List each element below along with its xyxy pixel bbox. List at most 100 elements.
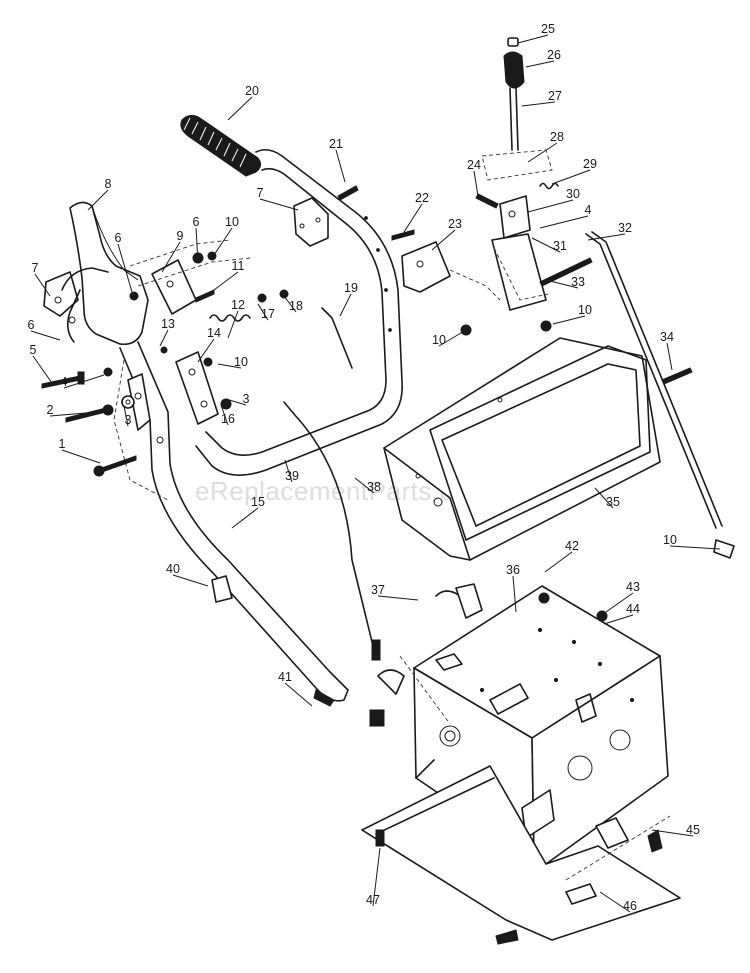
callout-leader-c4b [539,215,589,229]
callout-leader-c11 [205,271,239,297]
callout-label-c18: 18 [289,299,303,313]
callout-label-c44: 44 [626,602,640,616]
shift-lever-plates [129,239,251,425]
callout-label-c46: 46 [623,899,637,913]
callout-leader-c47 [372,847,381,907]
callout-label-c42: 42 [565,539,579,553]
callout-label-c2: 2 [47,403,54,417]
callout-label-c6b: 6 [193,215,200,229]
callout-label-c13: 13 [161,317,175,331]
callout-label-c15: 15 [251,495,265,509]
callout-leader-c10d [552,315,586,325]
callout-leader-c41 [284,682,313,707]
upper-handle-bar [195,148,403,476]
callout-leader-c33 [545,279,579,289]
callout-leader-c10c [438,329,467,347]
callout-leader-c46 [599,891,631,913]
callout-leader-c34 [666,342,673,371]
callout-leader-c3b [225,398,247,406]
callout-label-c23: 23 [448,217,462,231]
callout-leader-c15 [231,507,259,529]
callout-leader-c6a [117,243,133,293]
callout-label-c4b: 4 [585,203,592,217]
cable-clips [211,575,483,695]
callout-leader-c21 [335,149,346,183]
callout-leader-c44 [603,614,634,625]
callout-label-c9: 9 [177,229,184,243]
shift-lever-assembly [475,37,593,332]
callout-leader-c18 [283,295,297,313]
callout-leader-c10a [211,227,233,259]
callout-leader-c37 [377,595,419,601]
shift-rod-long [585,231,735,559]
callout-leader-c8 [87,189,109,211]
callout-layer: 1233445666778910101010101112131415161718… [28,22,721,913]
cable-bracket [401,241,501,336]
callout-leader-c7a [34,273,51,297]
callout-label-c16: 16 [221,412,235,426]
callout-label-c1: 1 [59,437,66,451]
callout-label-c24: 24 [467,158,481,172]
callout-leader-c32 [587,233,626,241]
callout-leader-c10e [669,545,721,550]
callout-label-c11: 11 [232,259,245,273]
callout-label-c47: 47 [366,893,380,907]
callout-label-c21: 21 [329,137,343,151]
callout-label-c6a: 6 [115,231,122,245]
callout-leader-c40 [172,574,209,587]
callout-leader-c14 [197,338,215,363]
callout-leader-c45 [651,829,694,837]
callout-label-c27: 27 [548,89,562,103]
callout-leader-c17 [257,303,269,321]
callout-leader-c2 [49,412,87,417]
callout-label-c7a: 7 [32,261,39,275]
callout-label-c20: 20 [245,84,259,98]
callout-label-c19: 19 [344,281,358,295]
callout-label-c33: 33 [571,275,585,289]
callout-leader-c9 [161,241,181,273]
shift-rod-and-cable [283,307,381,661]
callout-label-c31: 31 [553,239,567,253]
callout-label-c10b: 10 [234,355,248,369]
callout-leader-c6c [30,330,61,341]
callout-label-c30: 30 [566,187,580,201]
springs [209,182,559,322]
callout-label-c40: 40 [166,562,180,576]
callout-label-c10a: 10 [225,215,239,229]
callout-leader-c24 [473,170,479,197]
callout-leader-c28 [527,142,558,163]
callout-label-c10d: 10 [578,303,592,317]
callout-leader-c3a [123,405,129,427]
callout-label-c34: 34 [660,330,674,344]
callout-label-c6c: 6 [28,318,35,332]
shift-console-bracket [43,201,149,346]
callout-leader-c42 [544,551,573,573]
callout-leader-c19 [339,293,352,317]
callout-leader-c16 [220,404,229,426]
callout-label-c4: 4 [61,375,68,389]
bottom-plate [361,765,681,945]
callout-label-c39: 39 [285,469,299,483]
callout-label-c17: 17 [261,307,275,321]
callout-leader-c31 [531,237,561,253]
callout-label-c8: 8 [105,177,112,191]
callout-label-c38: 38 [367,480,381,494]
callout-leader-c25 [517,34,549,44]
callout-leader-c29 [551,169,591,185]
callout-label-c41: 41 [278,670,292,684]
callout-leader-c39 [284,459,293,483]
callout-label-c12: 12 [231,298,245,312]
callout-label-c45: 45 [686,823,700,837]
callout-label-c22: 22 [415,191,429,205]
callout-label-c14: 14 [207,326,221,340]
callout-label-c37: 37 [371,583,385,597]
callout-leader-c6b [195,227,199,263]
callout-leader-c4 [63,374,105,389]
callout-label-c35: 35 [606,495,620,509]
callout-label-c32: 32 [618,221,632,235]
callout-leader-c22 [403,203,423,233]
callout-label-c3a: 3 [125,413,132,427]
callout-label-c3b: 3 [243,392,250,406]
callout-leader-c38 [354,477,375,494]
callout-label-c28: 28 [550,130,564,144]
